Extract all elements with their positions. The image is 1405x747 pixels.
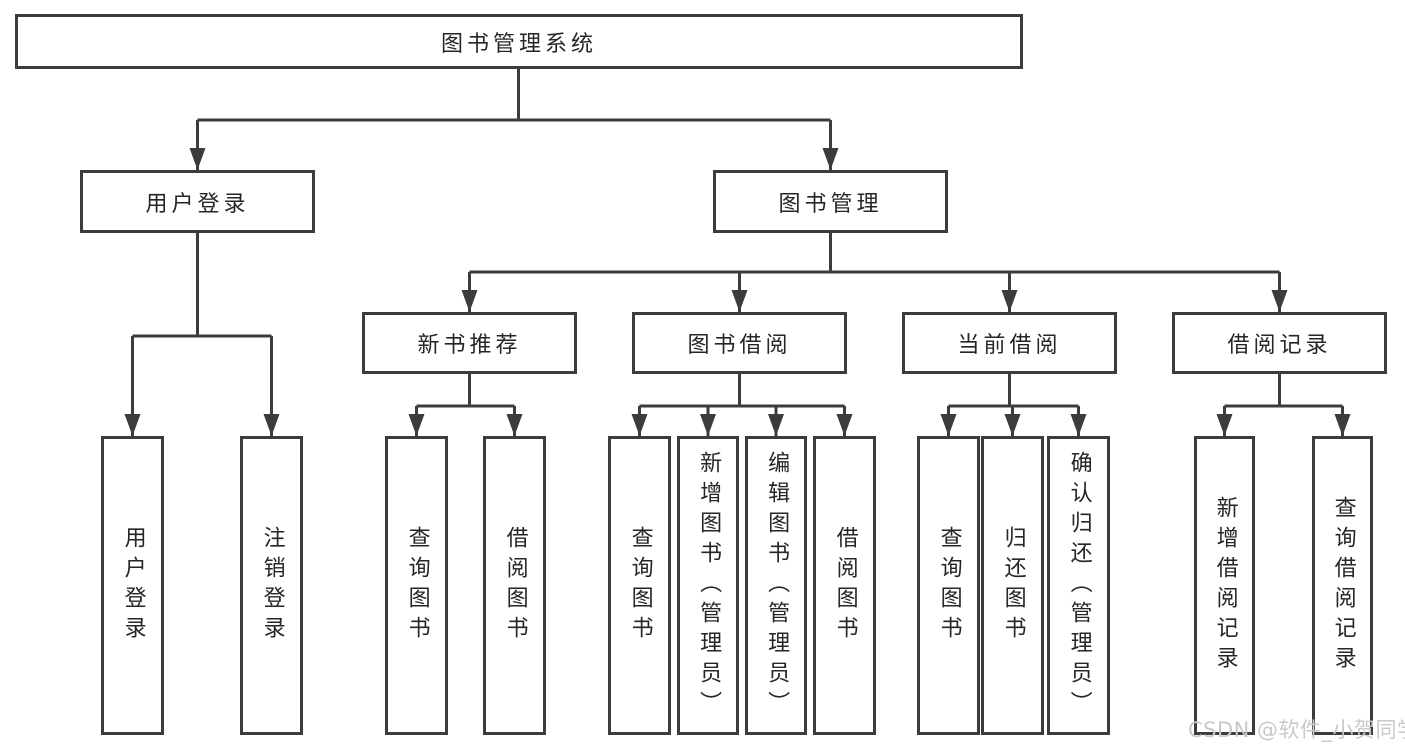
tree-connector-lines (131, 69, 1344, 436)
leaf-query-book-borrowing-label: 查询图书 (627, 525, 653, 646)
node-borrowing-records: 借阅记录 (1172, 312, 1387, 374)
leaf-add-borrow-record: 新增借阅记录 (1194, 436, 1255, 735)
leaf-edit-book-admin-label: 编辑图书（管理员） (764, 450, 790, 721)
leaf-borrow-book-recommend: 借阅图书 (483, 436, 546, 735)
leaf-return-book-label: 归还图书 (1000, 525, 1026, 646)
node-root-label: 图书管理系统 (440, 31, 597, 57)
leaf-borrow-book-recommend-label: 借阅图书 (502, 525, 528, 646)
node-new-book-recommend-label: 新书推荐 (417, 333, 522, 358)
csdn-watermark: CSDN @软件_小贺同学 (1188, 718, 1405, 742)
node-root: 图书管理系统 (15, 14, 1023, 69)
leaf-add-book-admin: 新增图书（管理员） (677, 436, 739, 735)
node-book-borrowing-label: 图书借阅 (687, 333, 792, 358)
leaf-add-borrow-record-label: 新增借阅记录 (1212, 495, 1238, 676)
node-book-management: 图书管理 (713, 170, 948, 233)
node-user-login: 用户登录 (80, 170, 315, 233)
node-user-login-label: 用户登录 (145, 191, 250, 217)
node-book-borrowing: 图书借阅 (632, 312, 847, 374)
node-current-borrowing: 当前借阅 (902, 312, 1117, 374)
node-book-management-label: 图书管理 (778, 191, 883, 217)
leaf-query-book-current-label: 查询图书 (936, 525, 962, 646)
leaf-query-borrow-record-label: 查询借阅记录 (1330, 495, 1356, 676)
leaf-logout-label: 注销登录 (259, 525, 285, 646)
node-new-book-recommend: 新书推荐 (362, 312, 577, 374)
leaf-confirm-return-admin: 确认归还（管理员） (1047, 436, 1110, 735)
leaf-query-book-current: 查询图书 (917, 436, 980, 735)
leaf-logout: 注销登录 (240, 436, 303, 735)
leaf-borrow-book-label: 借阅图书 (832, 525, 858, 646)
leaf-query-book-recommend: 查询图书 (385, 436, 448, 735)
leaf-confirm-return-admin-label: 确认归还（管理员） (1066, 450, 1092, 721)
node-current-borrowing-label: 当前借阅 (957, 333, 1062, 358)
leaf-query-book-recommend-label: 查询图书 (404, 525, 430, 646)
leaf-borrow-book: 借阅图书 (813, 436, 876, 735)
leaf-user-login-label: 用户登录 (120, 525, 146, 646)
leaf-add-book-admin-label: 新增图书（管理员） (696, 450, 722, 721)
node-borrowing-records-label: 借阅记录 (1227, 333, 1332, 358)
leaf-query-borrow-record: 查询借阅记录 (1312, 436, 1373, 735)
leaf-user-login: 用户登录 (101, 436, 164, 735)
leaf-query-book-borrowing: 查询图书 (608, 436, 671, 735)
leaf-edit-book-admin: 编辑图书（管理员） (745, 436, 807, 735)
leaf-return-book: 归还图书 (981, 436, 1044, 735)
